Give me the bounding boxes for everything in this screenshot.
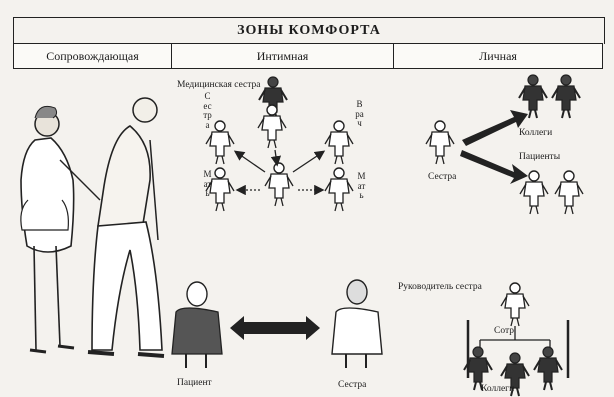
patient-label: Пациент (177, 378, 212, 389)
personal-patients-label: Пациенты (519, 152, 560, 163)
escort-couple-illustration (21, 98, 164, 356)
patient-nurse-diagram (172, 280, 382, 368)
hierarchy-bottom-label: Коллеги (481, 384, 514, 395)
intimate-right-upper-label: Врач (355, 100, 364, 129)
personal-colleagues-label: Коллеги (519, 128, 552, 139)
intimate-left-upper-label: Сестра (203, 92, 212, 130)
intimate-left-lower-label: Мать (203, 170, 212, 199)
intimate-top-label: Медицинская сестра (177, 80, 260, 91)
intimate-zone-diagram (206, 77, 353, 211)
hierarchy-top-label: Руководитель сестра (398, 282, 482, 293)
personal-zone-diagram (426, 75, 583, 214)
hierarchy-diagram (464, 283, 568, 396)
hierarchy-mid-label: Сотр (494, 326, 514, 337)
nurse-label: Сестра (338, 380, 366, 391)
personal-nurse-label: Сестра (428, 172, 456, 183)
intimate-right-lower-label: Мать (357, 172, 366, 201)
